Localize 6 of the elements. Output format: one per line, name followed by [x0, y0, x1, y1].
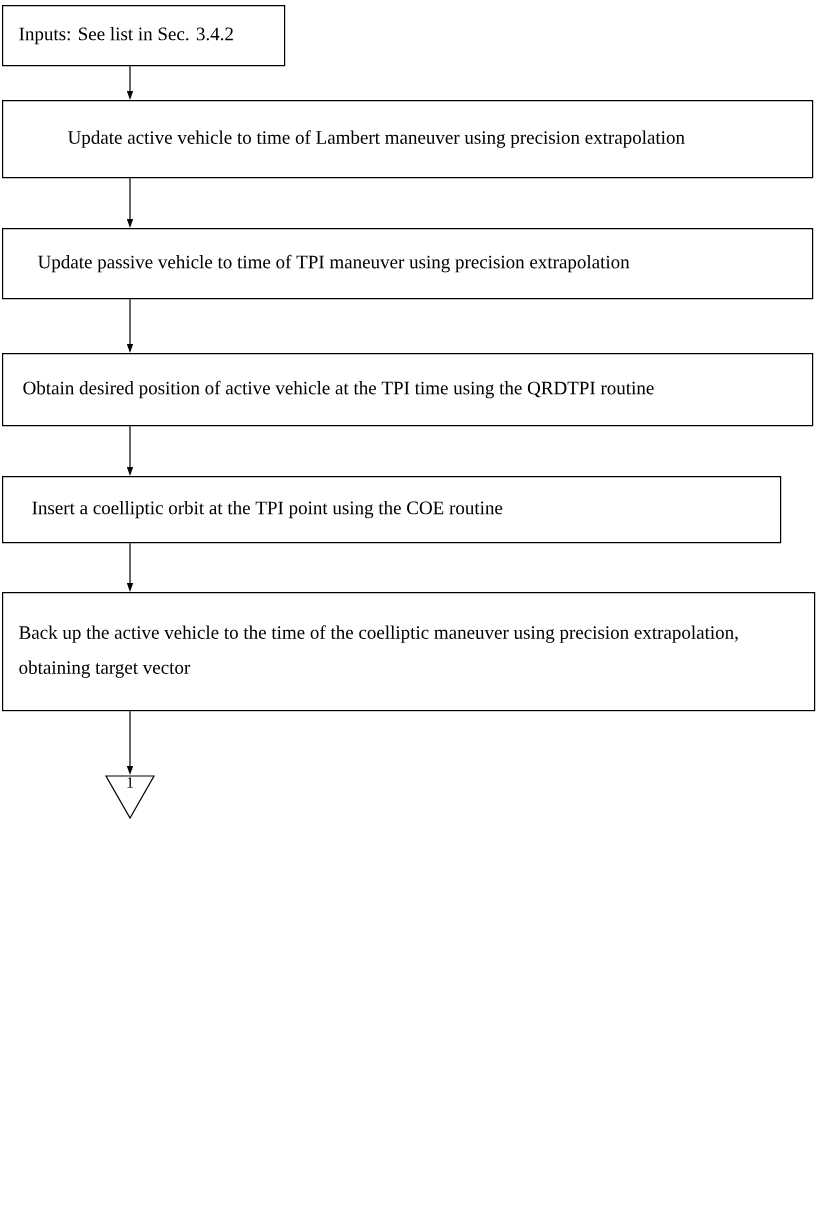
process-box: Obtain desired position of active vehicle at the TPI time using the QRDTPI routine [2, 353, 814, 427]
process-box: Inputs: See list in Sec. 3.4.2 [2, 5, 286, 67]
process-box: Back up the active vehicle to the time of the coelliptic maneuver using precision extrapolation, obtaining target vector [2, 592, 816, 712]
process-box: Insert a coelliptic orbit at the TPI point using the COE routine [2, 476, 782, 544]
process-box: Update passive vehicle to time of TPI maneuver using precision extrapolation [2, 228, 814, 300]
process-box: Update active vehicle to time of Lambert maneuver using precision extrapolation [2, 100, 814, 179]
